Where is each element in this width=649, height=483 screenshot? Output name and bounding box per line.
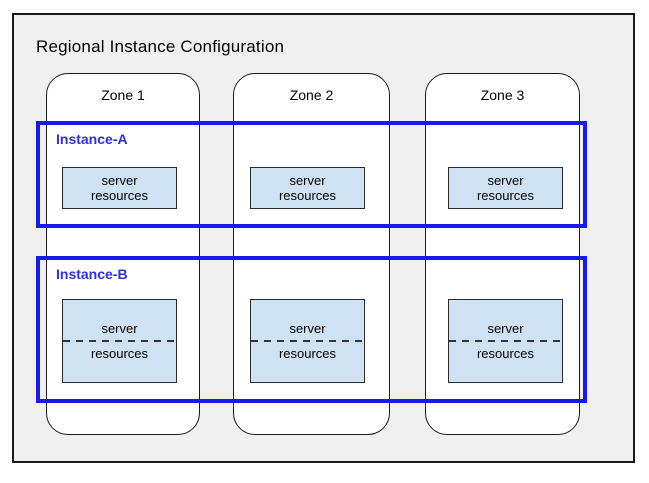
server-box-line1: server — [101, 321, 138, 336]
instance-b-label: Instance-B — [56, 266, 128, 282]
instance-a-boundary: Instance-A — [36, 121, 587, 228]
server-box-line2: resources — [476, 346, 535, 361]
server-resources-box: server resources — [250, 167, 365, 209]
server-resources-box: server resources — [62, 167, 177, 209]
dashed-divider — [63, 340, 176, 342]
server-box-line1: server — [289, 173, 326, 188]
server-resources-box: server resources — [448, 167, 563, 209]
dashed-divider — [449, 340, 562, 342]
server-box-line2: resources — [278, 346, 337, 361]
zone-3-label: Zone 3 — [480, 87, 525, 103]
server-box-line1: server — [101, 173, 138, 188]
server-box-line2: resources — [90, 188, 149, 203]
server-resources-box: server resources — [62, 299, 177, 383]
server-resources-box: server resources — [250, 299, 365, 383]
server-box-line1: server — [487, 321, 524, 336]
dashed-divider — [251, 340, 364, 342]
server-box-line1: server — [487, 173, 524, 188]
server-box-line1: server — [289, 321, 326, 336]
server-box-line2: resources — [476, 188, 535, 203]
server-box-line2: resources — [278, 188, 337, 203]
zone-2-label: Zone 2 — [289, 87, 334, 103]
zone-1-label: Zone 1 — [101, 87, 145, 103]
instance-b-boundary: Instance-B — [36, 256, 587, 403]
instance-a-label: Instance-A — [56, 131, 128, 147]
diagram-title: Regional Instance Configuration — [36, 37, 285, 56]
server-resources-box: server resources — [448, 299, 563, 383]
server-box-line2: resources — [90, 346, 149, 361]
